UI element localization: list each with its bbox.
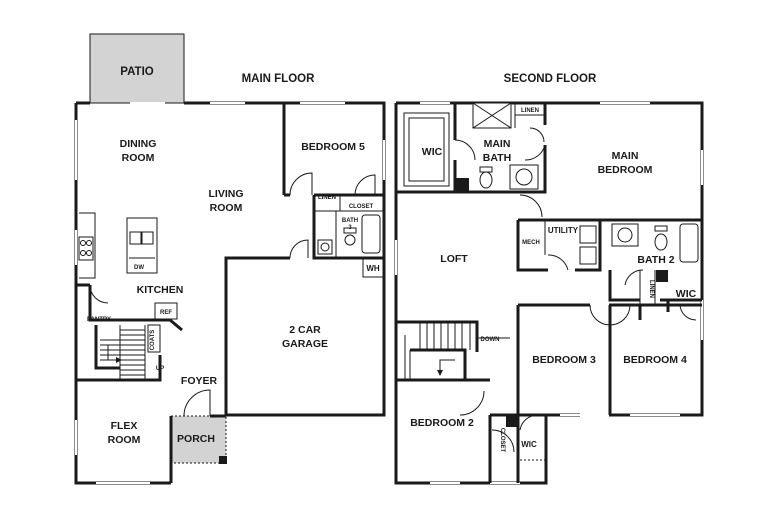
dining-room-label: DINING	[120, 138, 157, 150]
main-bedroom-label-2: BEDROOM	[598, 164, 653, 176]
closet-bed2-label: CLOSET	[499, 428, 505, 453]
bath3-label: BATH	[342, 218, 358, 224]
utility-label: UTILITY	[548, 226, 579, 235]
bath3-label-2: 3	[348, 225, 352, 231]
wic-main-label: WIC	[422, 146, 443, 158]
down-label: DOWN	[481, 337, 500, 343]
porch-area	[171, 416, 226, 463]
main-bedroom-label: MAIN	[612, 150, 639, 162]
wic-bed2-label: WIC	[521, 440, 537, 449]
bedroom5-label: BEDROOM 5	[301, 141, 365, 153]
main-floor-title: MAIN FLOOR	[242, 73, 316, 85]
wh-label: WH	[366, 264, 380, 273]
bedroom2-label: BEDROOM 2	[410, 417, 474, 429]
patio-area	[89, 33, 185, 104]
bedroom4-label: BEDROOM 4	[623, 354, 687, 366]
bedroom3-label: BEDROOM 3	[532, 354, 596, 366]
garage-label-2: GARAGE	[282, 338, 328, 350]
pantry-label: PANTRY	[87, 317, 111, 323]
foyer-label: FOYER	[181, 375, 218, 387]
wic-bed4-label: WIC	[676, 288, 697, 300]
linen-bath2-label: LINEN	[648, 280, 654, 298]
living-room-label: LIVING	[208, 188, 243, 200]
kitchen-label: KITCHEN	[137, 284, 184, 296]
flex-room-label-2: ROOM	[108, 434, 141, 446]
main-bath-label: MAIN	[484, 138, 511, 150]
up-label: UP	[156, 366, 164, 372]
main-bath-label-2: BATH	[483, 152, 511, 164]
linen-second-label: LINEN	[521, 108, 539, 114]
living-room-label-2: ROOM	[210, 202, 243, 214]
patio-label: PATIO	[120, 66, 153, 78]
loft-label: LOFT	[440, 253, 468, 265]
porch-label: PORCH	[177, 433, 215, 445]
coats-label: COATS	[150, 330, 156, 351]
second-floor-title: SECOND FLOOR	[504, 73, 597, 85]
closet-main-label: CLOSET	[349, 204, 374, 210]
main-floor	[74, 33, 386, 485]
second-floor	[394, 101, 704, 485]
dw-label: DW	[134, 265, 144, 271]
linen-main-label: LINEN	[318, 195, 336, 201]
garage-label: 2 CAR	[289, 324, 321, 336]
dining-room-label-2: ROOM	[122, 152, 155, 164]
ref-label: REF	[160, 310, 172, 316]
flex-room-label: FLEX	[111, 420, 138, 432]
bath2-label: BATH 2	[637, 254, 674, 266]
mech-label: MECH	[522, 240, 540, 246]
